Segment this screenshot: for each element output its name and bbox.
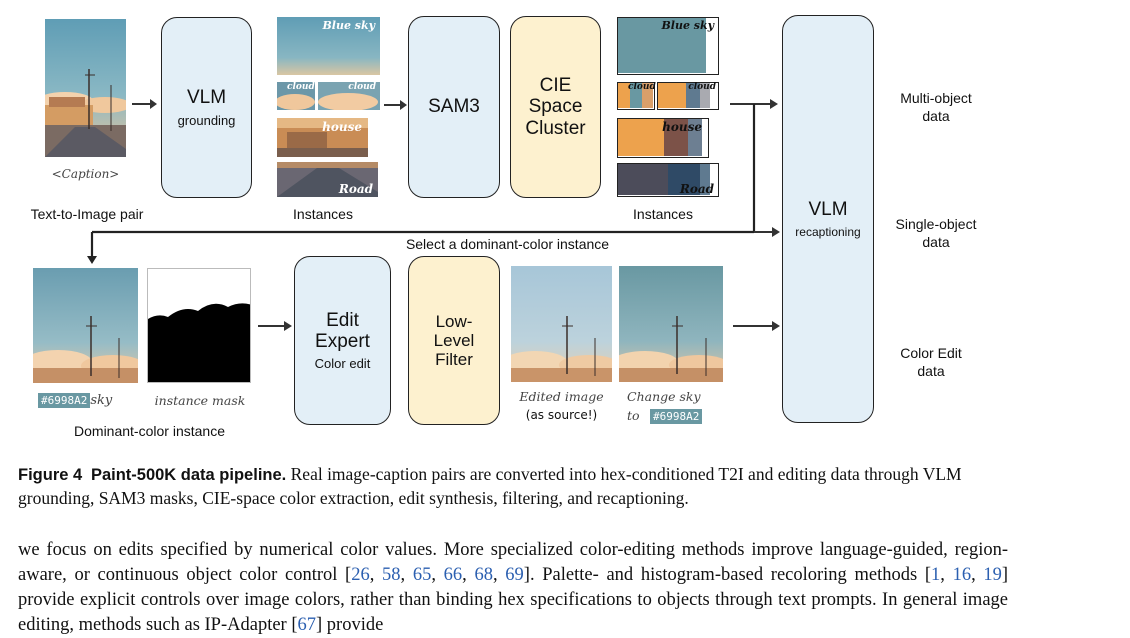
cie-cluster-box: CIE Space Cluster	[510, 16, 601, 198]
swatch-road: Road	[617, 163, 719, 197]
edited-image	[511, 266, 612, 382]
tag-cloud-2: cloud	[348, 82, 376, 92]
citation[interactable]: 19	[983, 565, 1002, 585]
instance-house: house	[277, 118, 368, 157]
dominant-hex-chip: #6998A2	[38, 393, 91, 408]
edited-caption-2: (as source!)	[525, 408, 598, 422]
instance-cloud-1: cloud	[277, 82, 315, 110]
instance-road: Road	[277, 162, 378, 197]
swatch-tag-blue-sky: Blue sky	[661, 19, 714, 32]
swatch-tag-house: house	[662, 120, 702, 134]
arrow-to-vlm	[132, 99, 157, 109]
edit-expert-line2: Expert	[315, 331, 370, 352]
sam3-title: SAM3	[428, 96, 480, 118]
t2i-label: Text-to-Image pair	[30, 206, 144, 222]
edit-expert-sub: Color edit	[314, 356, 371, 372]
instances-right-label: Instances	[633, 206, 693, 222]
instance-blue-sky: Blue sky	[277, 17, 380, 75]
swatch-tag-road: Road	[679, 182, 714, 196]
dominant-source-image	[33, 268, 138, 383]
instance-mask-caption: instance mask	[154, 393, 246, 408]
citation[interactable]: 69	[505, 565, 524, 585]
swatch-house: house	[617, 118, 709, 158]
swatch-blue-sky: Blue sky	[617, 17, 719, 75]
edit-expert-line1: Edit	[326, 309, 359, 331]
select-instance-label: Select a dominant-color instance	[405, 236, 610, 252]
figure-title: Paint-500K data pipeline.	[90, 466, 287, 484]
change-to-word: to	[627, 408, 640, 423]
vlm-recaptioning-box: VLM recaptioning	[782, 15, 874, 423]
citation[interactable]: 58	[382, 565, 401, 585]
filter-line1: Low-	[435, 311, 473, 331]
swatch-tag-cloud-2: cloud	[688, 82, 716, 92]
pipeline-connectors	[87, 99, 780, 331]
vlm-grounding-box: VLM grounding	[161, 17, 252, 198]
cie-line2: Space	[528, 96, 583, 118]
change-sky-caption: Change sky	[627, 389, 701, 404]
change-sky-image	[619, 266, 723, 382]
tag-cloud-1: cloud	[287, 82, 315, 92]
change-sky-to: to #6998A2	[627, 407, 703, 425]
citation[interactable]: 66	[443, 565, 463, 585]
vlm-grounding-title: VLM	[186, 87, 227, 109]
output-color-edit: Color Edit data	[900, 345, 962, 379]
body-paragraph: we focus on edits specified by numerical…	[18, 540, 1009, 635]
citation[interactable]: 26	[351, 565, 370, 585]
citation[interactable]: 67	[297, 615, 317, 635]
tag-blue-sky: Blue sky	[322, 19, 375, 32]
t2i-image	[45, 19, 126, 157]
vlm-recap-sub: recaptioning	[795, 224, 861, 239]
vlm-recap-title: VLM	[808, 199, 848, 221]
filter-line2: Level	[433, 330, 475, 350]
output-single-object: Single-object data	[895, 216, 977, 250]
instances-left-label: Instances	[293, 206, 353, 222]
citation[interactable]: 68	[474, 565, 493, 585]
cie-line1: CIE	[539, 75, 572, 97]
tag-road: Road	[338, 182, 373, 196]
swatch-tag-cloud-1: cloud	[628, 82, 656, 92]
filter-line3: Filter	[435, 350, 473, 370]
dominant-instance-label: Dominant-color instance	[74, 423, 225, 439]
figure-caption-text: Real image-caption pairs are converted i…	[18, 464, 962, 508]
sam3-box: SAM3	[408, 16, 500, 198]
swatch-cloud-1: cloud	[617, 82, 656, 110]
change-hex-chip: #6998A2	[650, 409, 703, 424]
citation[interactable]: 16	[952, 565, 972, 585]
figure-label: Figure 4	[18, 466, 83, 484]
swatch-cloud-2: cloud	[657, 82, 719, 110]
low-level-filter-box: Low- Level Filter	[408, 256, 500, 425]
instance-cloud-2: cloud	[318, 82, 380, 110]
arrow-to-sam3	[384, 100, 407, 110]
vlm-grounding-sub: grounding	[177, 112, 236, 128]
caption-tag: <Caption>	[51, 167, 120, 181]
instance-mask-image	[147, 268, 251, 383]
edited-caption-1: Edited image	[519, 389, 604, 404]
edit-expert-box: Edit Expert Color edit	[294, 256, 391, 425]
tag-house: house	[322, 120, 362, 134]
dominant-sky-word: sky	[90, 393, 113, 408]
cie-line3: Cluster	[525, 117, 586, 139]
output-multi-object: Multi-object data	[900, 90, 972, 124]
citation[interactable]: 1	[931, 565, 941, 585]
citation[interactable]: 65	[412, 565, 432, 585]
figure-caption: Figure 4 Paint-500K data pipeline. Real …	[18, 463, 1008, 510]
